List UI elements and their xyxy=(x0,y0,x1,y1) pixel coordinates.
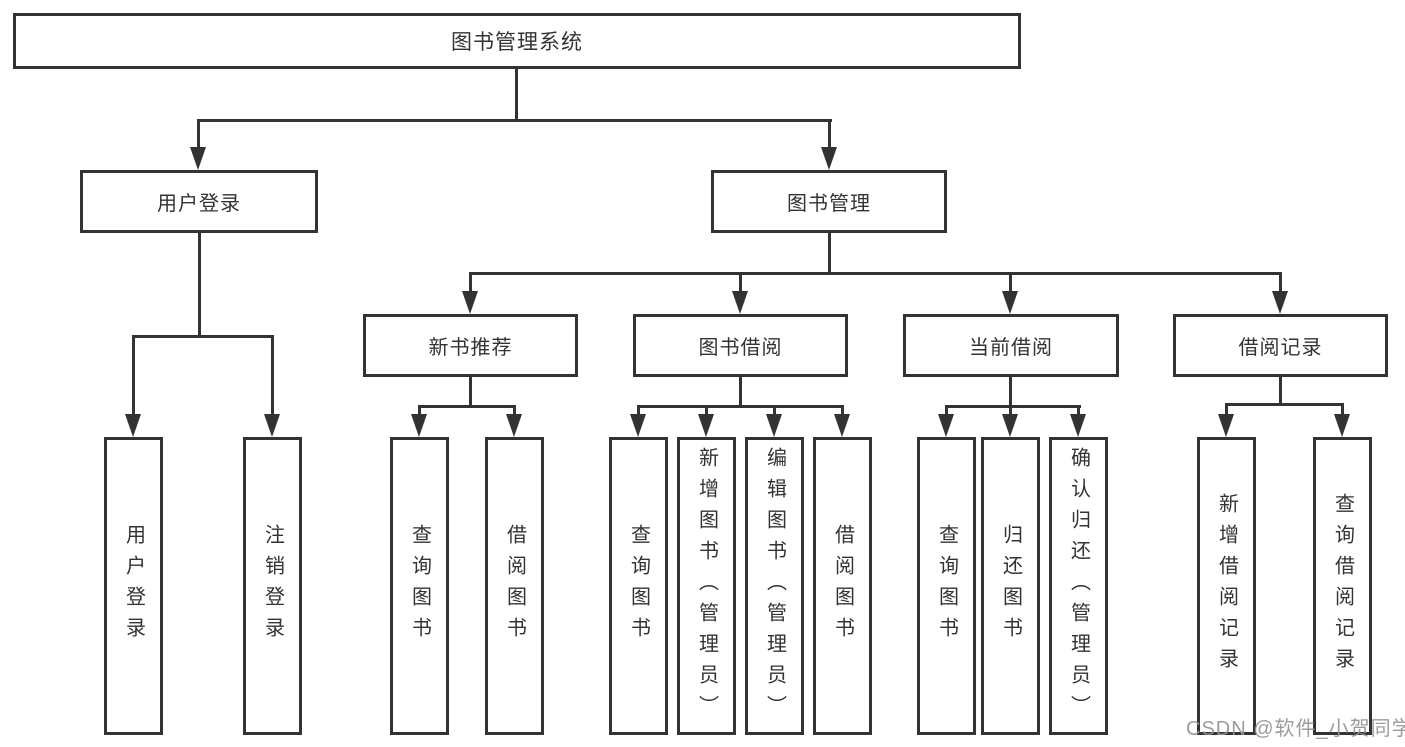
leaf-query-borrow-record: 查询借阅记录 xyxy=(1313,437,1372,735)
node-label: 借阅记录 xyxy=(1238,337,1323,359)
node-label: 用户登录 xyxy=(157,193,241,215)
connector-line xyxy=(1225,403,1344,406)
node-label: 查询借阅记录 xyxy=(1331,493,1354,679)
node-user-login: 用户登录 xyxy=(80,170,318,233)
connector-line xyxy=(418,405,421,416)
connector-line xyxy=(469,376,472,408)
node-label: 图书管理系统 xyxy=(451,31,583,54)
leaf-add-book-admin: 新增图书（管理员） xyxy=(677,437,736,735)
connector-line xyxy=(198,232,201,338)
leaf-borrow-books-recommend: 借阅图书 xyxy=(485,437,544,735)
connector-line xyxy=(1341,403,1344,416)
node-label: 新增借阅记录 xyxy=(1215,493,1238,679)
connector-line xyxy=(1077,405,1080,416)
connector-line xyxy=(132,335,274,338)
arrow-down-icon xyxy=(1218,414,1234,437)
leaf-user-login: 用户登录 xyxy=(104,437,163,735)
leaf-add-borrow-record: 新增借阅记录 xyxy=(1197,437,1256,735)
node-book-management: 图书管理 xyxy=(711,170,947,233)
arrow-down-icon xyxy=(1002,291,1018,314)
connector-line xyxy=(132,335,135,416)
connector-line xyxy=(705,405,708,416)
connector-line xyxy=(1279,272,1282,293)
connector-line xyxy=(945,405,948,416)
arrow-down-icon xyxy=(190,147,206,170)
leaf-logout: 注销登录 xyxy=(243,437,302,735)
connector-line xyxy=(739,272,742,293)
node-label: 查询图书 xyxy=(408,524,431,648)
node-borrow-records: 借阅记录 xyxy=(1173,314,1388,377)
node-library-management-system: 图书管理系统 xyxy=(13,13,1021,69)
connector-line xyxy=(197,119,200,150)
connector-line xyxy=(1009,376,1012,408)
leaf-confirm-return-admin: 确认归还（管理员） xyxy=(1049,437,1108,735)
connector-line xyxy=(271,335,274,416)
arrow-down-icon xyxy=(1002,414,1018,437)
arrow-down-icon xyxy=(462,291,478,314)
node-label: 确认归还（管理员） xyxy=(1067,446,1090,726)
arrow-down-icon xyxy=(1334,414,1350,437)
connector-line xyxy=(469,272,1282,275)
connector-line xyxy=(841,405,844,416)
leaf-query-books-borrow: 查询图书 xyxy=(609,437,668,735)
arrow-down-icon xyxy=(834,414,850,437)
node-label: 借阅图书 xyxy=(503,524,526,648)
connector-line xyxy=(513,405,516,416)
node-label: 编辑图书（管理员） xyxy=(763,446,786,726)
connector-line xyxy=(515,68,518,122)
leaf-return-book: 归还图书 xyxy=(981,437,1040,735)
arrow-down-icon xyxy=(506,414,522,437)
node-label: 新书推荐 xyxy=(428,337,513,359)
node-label: 归还图书 xyxy=(999,524,1022,648)
node-new-book-recommend: 新书推荐 xyxy=(363,314,578,377)
connector-line xyxy=(197,119,832,122)
node-label: 借阅图书 xyxy=(831,524,854,648)
arrow-down-icon xyxy=(630,414,646,437)
connector-line xyxy=(1225,403,1228,416)
connector-line xyxy=(637,405,844,408)
node-label: 注销登录 xyxy=(261,524,284,648)
node-label: 图书借阅 xyxy=(698,337,783,359)
arrow-down-icon xyxy=(821,147,837,170)
connector-line xyxy=(773,405,776,416)
node-current-borrow: 当前借阅 xyxy=(903,314,1119,377)
connector-line xyxy=(418,405,516,408)
arrow-down-icon xyxy=(1272,291,1288,314)
arrow-down-icon xyxy=(1070,414,1086,437)
node-label: 查询图书 xyxy=(627,524,650,648)
leaf-edit-book-admin: 编辑图书（管理员） xyxy=(745,437,804,735)
node-label: 图书管理 xyxy=(787,193,871,215)
node-label: 当前借阅 xyxy=(969,337,1053,359)
connector-line xyxy=(945,405,1081,408)
node-label: 用户登录 xyxy=(122,524,145,648)
arrow-down-icon xyxy=(732,291,748,314)
connector-line xyxy=(469,272,472,293)
arrow-down-icon xyxy=(125,414,141,437)
connector-line xyxy=(1279,376,1282,406)
connector-line xyxy=(828,119,831,150)
arrow-down-icon xyxy=(411,414,427,437)
leaf-query-books-current: 查询图书 xyxy=(917,437,976,735)
node-label: 查询图书 xyxy=(935,524,958,648)
node-label: 新增图书（管理员） xyxy=(695,446,718,726)
connector-line xyxy=(739,376,742,408)
leaf-query-books-recommend: 查询图书 xyxy=(390,437,449,735)
arrow-down-icon xyxy=(938,414,954,437)
connector-line xyxy=(1009,272,1012,293)
arrow-down-icon xyxy=(766,414,782,437)
connector-line xyxy=(637,405,640,416)
arrow-down-icon xyxy=(264,414,280,437)
node-book-borrow: 图书借阅 xyxy=(633,314,848,377)
leaf-borrow-books: 借阅图书 xyxy=(813,437,872,735)
arrow-down-icon xyxy=(698,414,714,437)
csdn-watermark: CSDN @软件_小贺同学 xyxy=(1186,718,1405,740)
connector-line xyxy=(1009,405,1012,416)
connector-line xyxy=(828,232,831,275)
